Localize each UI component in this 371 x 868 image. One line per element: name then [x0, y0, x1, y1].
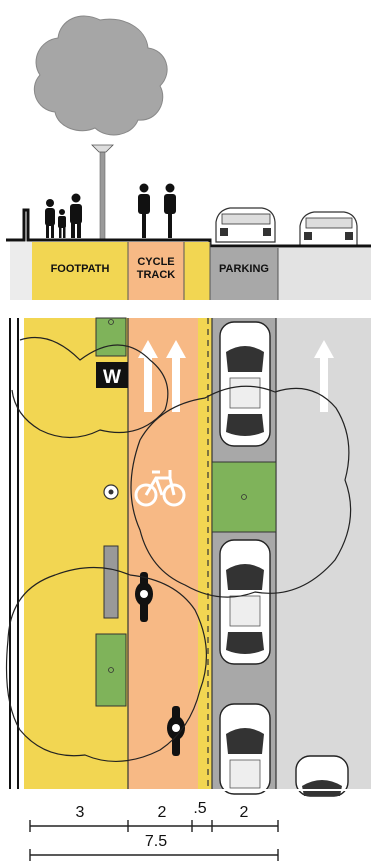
dim-total: 7.5 — [144, 833, 168, 850]
parked-car-icon — [219, 703, 271, 795]
cyclist-plan-icon — [167, 706, 185, 756]
arrow-up-icon — [166, 340, 186, 412]
band-footpath — [32, 242, 128, 300]
dimension-lines — [29, 820, 279, 861]
sign-letter: W — [103, 367, 121, 388]
tree-canopy-icon — [33, 15, 168, 136]
plan-view: W — [0, 317, 371, 797]
cyclist-plan-icon — [135, 572, 153, 622]
verge-pad — [211, 461, 277, 533]
bench-icon — [103, 545, 119, 619]
plan-buffer — [198, 318, 212, 790]
section-label-footpath: FOOTPATH — [50, 263, 110, 275]
bicycle-marking-icon — [134, 470, 186, 507]
band-buffer — [184, 242, 210, 300]
dim-footpath: 3 — [75, 804, 85, 821]
band-edge — [10, 242, 32, 300]
cycle-track-line2: TRACK — [136, 269, 176, 281]
tree-canopy-plan-icon — [5, 336, 352, 763]
car-section-icon — [299, 211, 358, 247]
arrow-up-icon — [138, 340, 158, 412]
dim-parking: 2 — [239, 804, 249, 821]
band-carriageway — [278, 248, 371, 300]
verge-pad — [95, 317, 127, 357]
lamp-post-icon — [99, 149, 106, 241]
dim-buffer: .5 — [193, 800, 207, 817]
plan-cycle-track — [128, 318, 198, 790]
parked-car-icon — [219, 539, 271, 665]
car-section-icon — [215, 207, 276, 243]
arrow-up-icon — [314, 340, 334, 412]
verge-pad — [95, 633, 127, 707]
parked-car-icon — [219, 321, 271, 447]
band-cycle-track — [128, 242, 184, 300]
wayfinding-sign-icon — [96, 362, 128, 388]
dim-cycle-track: 2 — [157, 804, 167, 821]
cycle-track-line1: CYCLE — [137, 256, 175, 268]
band-parking — [210, 248, 278, 300]
cross-section — [6, 15, 371, 300]
moving-car-icon — [295, 755, 349, 797]
pedestrians-icon — [45, 193, 82, 238]
cyclists-section-icon — [138, 183, 176, 238]
section-label-parking: PARKING — [219, 263, 269, 275]
section-label-cycle-track: CYCLE TRACK — [128, 256, 184, 282]
